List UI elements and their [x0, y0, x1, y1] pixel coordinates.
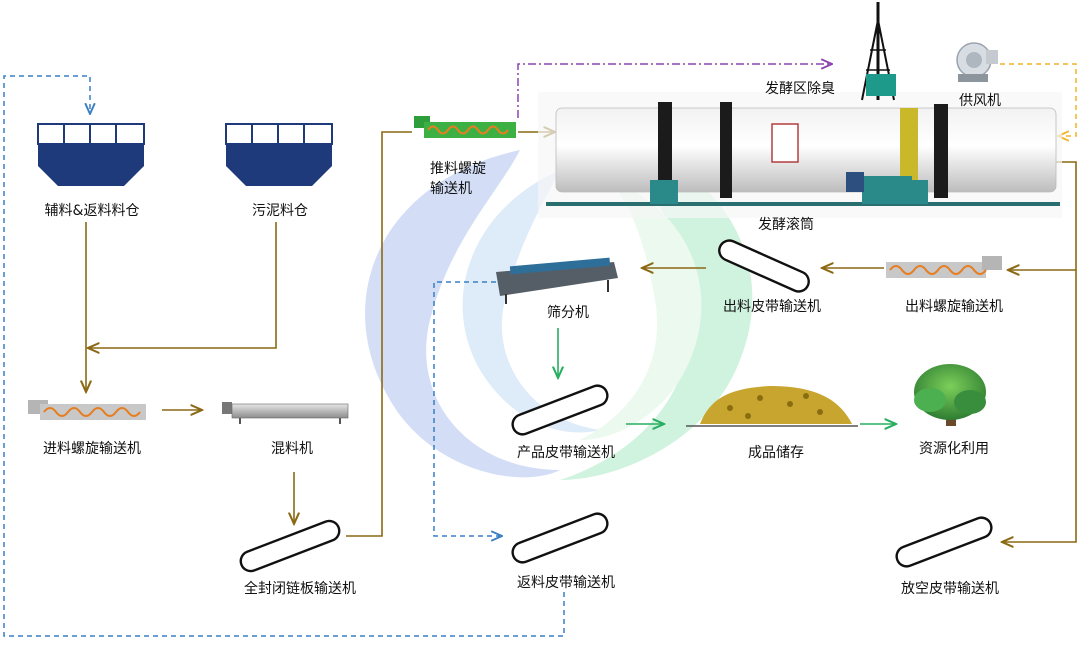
sludge-bin-label: 污泥料仓: [252, 203, 308, 219]
push-screw-label-line1: 推料螺旋: [430, 161, 486, 177]
empty-belt-conveyor-icon: [895, 516, 993, 568]
flow-screen-to-return-belt: [433, 281, 502, 536]
fermentation-drum-icon: [538, 92, 1062, 218]
out-belt-label: 出料皮带输送机: [723, 299, 821, 315]
flow-odor-to-deodor: [517, 64, 832, 118]
chain-conveyor-icon: [239, 519, 341, 573]
screener-icon: [496, 257, 618, 304]
return-flow-lines: [3, 75, 565, 637]
watermark-logo: [365, 135, 753, 480]
out-screw-conveyor-icon: [886, 256, 1002, 278]
flow-blower-to-drum: [1000, 63, 1077, 136]
out-belt-conveyor-icon: [718, 239, 810, 293]
aux-bin-label: 辅料&返料料仓: [44, 203, 140, 219]
blower-label: 供风机: [959, 93, 1001, 109]
empty-belt-label: 放空皮带输送机: [901, 581, 999, 597]
feed-screw-conveyor-icon: [28, 400, 146, 420]
feed-screw-label: 进料螺旋输送机: [43, 441, 141, 457]
push-screw-conveyor-icon: [414, 116, 516, 138]
out-screw-label: 出料螺旋输送机: [905, 299, 1003, 315]
deodorization-tower-icon: [861, 2, 896, 101]
product-flow-lines: [558, 328, 896, 424]
product-storage-pile-icon: [686, 386, 858, 427]
flow-chain-to-push-screw: [346, 131, 412, 537]
push-screw-label-line2: 输送机: [430, 181, 472, 197]
reuse-label: 资源化利用: [919, 441, 989, 457]
aux-bin-icon: [37, 123, 145, 186]
flow-sludge-bin-to-feed-screw: [88, 222, 277, 348]
sludge-bin-icon: [225, 123, 333, 186]
product-belt-label: 产品皮带输送机: [517, 445, 615, 461]
flow-drum-to-empty-belt: [1002, 270, 1077, 542]
return-belt-conveyor-icon: [511, 512, 609, 564]
chain-conveyor-label: 全封闭链板输送机: [244, 581, 356, 597]
mixer-label: 混料机: [271, 441, 313, 457]
return-belt-label: 返料皮带输送机: [517, 575, 615, 591]
material-flow-lines: [86, 131, 1077, 542]
flow-return-loop: [3, 75, 565, 637]
flow-drum-to-out-screw: [1008, 161, 1077, 270]
mixer-icon: [222, 402, 349, 424]
drum-label: 发酵滚筒: [758, 217, 814, 233]
tree-icon: [914, 364, 986, 426]
product-belt-conveyor-icon: [511, 384, 609, 436]
screen-label: 筛分机: [547, 305, 589, 321]
storage-label: 成品储存: [748, 445, 804, 461]
deodor-label: 发酵区除臭: [765, 81, 835, 97]
blower-icon: [956, 42, 998, 82]
